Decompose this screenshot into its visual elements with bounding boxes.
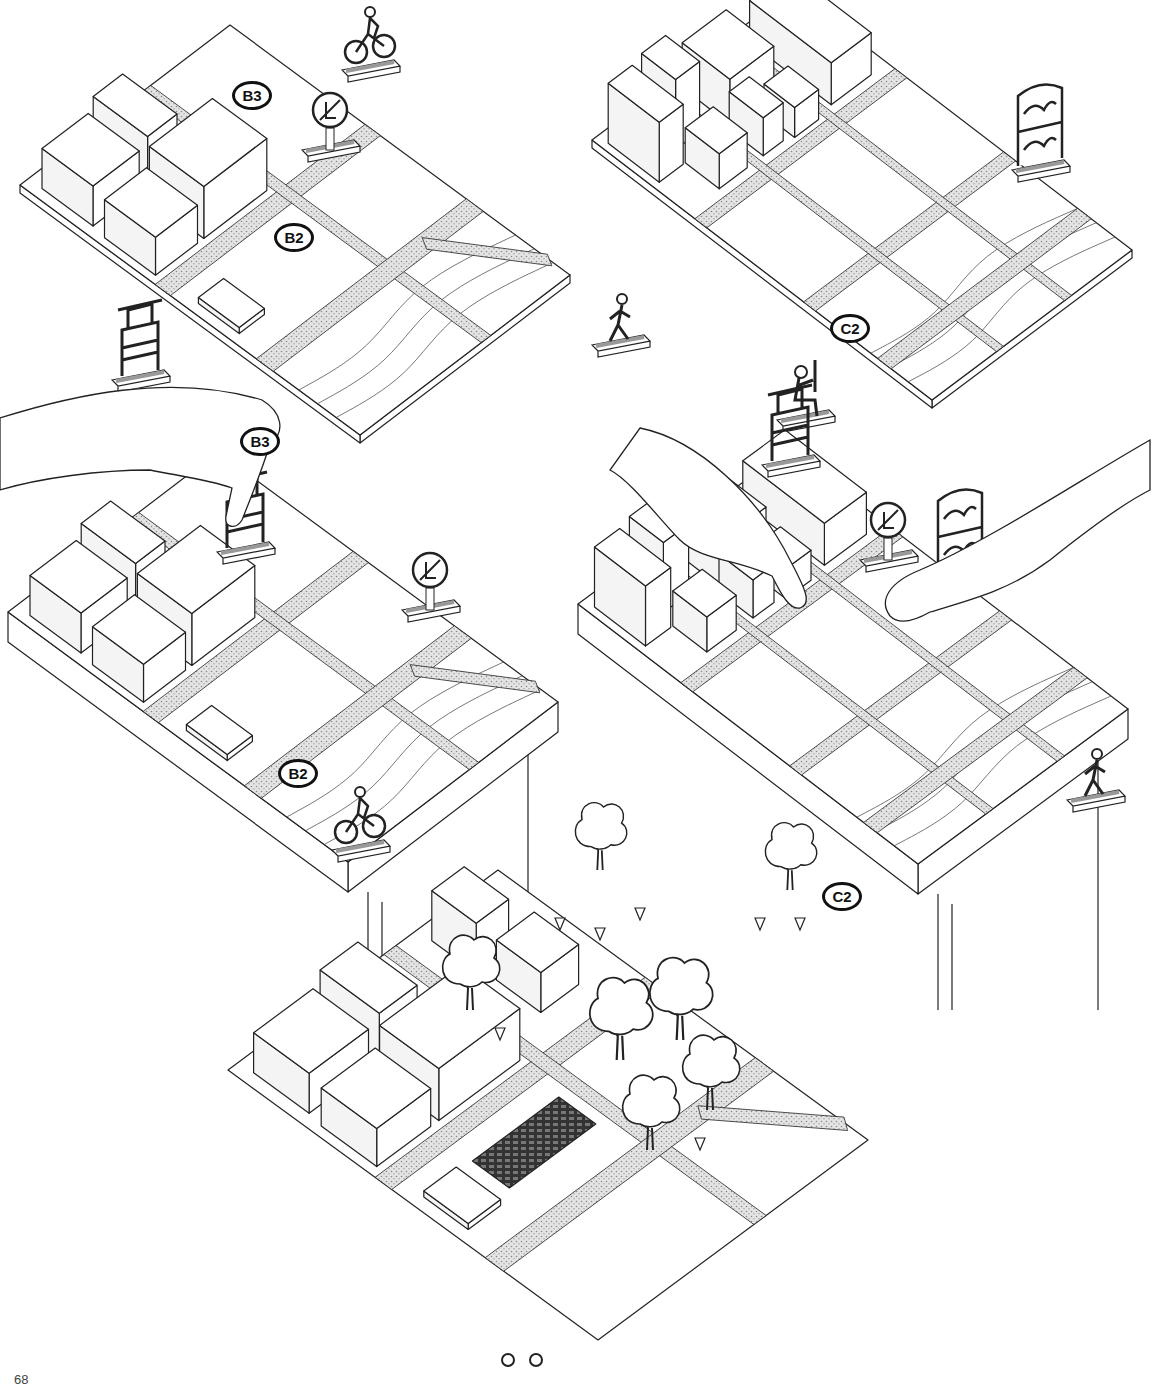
furniture-icon (695, 1138, 705, 1150)
game-token (777, 360, 835, 432)
building-roof (137, 525, 254, 613)
building-roof (30, 540, 127, 613)
grid-marker: B2 (278, 759, 318, 788)
marker-code: B3 (242, 88, 261, 103)
game-token (1012, 84, 1070, 182)
marker-code: C2 (840, 321, 859, 336)
building-roof (685, 107, 747, 154)
tree-icon (623, 1075, 680, 1150)
street (410, 665, 540, 693)
contour-line (318, 249, 535, 404)
street (256, 199, 483, 371)
tree-icon (765, 823, 816, 890)
building-roof (93, 595, 186, 665)
building-roof (198, 278, 264, 327)
street (129, 512, 478, 769)
model-plate (592, 0, 1132, 400)
grid-marker: B2 (274, 223, 314, 252)
marker-code: B3 (250, 434, 269, 449)
model-plate (228, 870, 868, 1340)
grid-marker: C2 (822, 882, 862, 911)
game-token (332, 787, 390, 862)
tree-icon (443, 935, 500, 1010)
building-roof (729, 77, 783, 118)
furniture-icon (555, 918, 565, 930)
solar-field (472, 1097, 595, 1188)
marker-code: B2 (288, 766, 307, 781)
game-token (860, 503, 918, 572)
tree-icon (575, 803, 626, 870)
furniture-icon (595, 928, 605, 940)
street (878, 208, 1092, 368)
building-roof (595, 529, 671, 587)
game-token (1067, 749, 1125, 812)
street (244, 626, 471, 799)
building-roof (321, 1048, 431, 1129)
contour-line (306, 676, 523, 831)
game-token (592, 294, 650, 357)
game-token (342, 7, 400, 82)
grid-marker: B3 (232, 81, 272, 110)
furniture-icon (495, 1028, 505, 1040)
furniture-icon (755, 918, 765, 930)
building-roof (432, 867, 509, 923)
hand-drawing (885, 440, 1150, 621)
model-plate (20, 25, 570, 435)
game-token (302, 93, 360, 162)
building-roof (424, 1167, 501, 1223)
grid-marker: B3 (240, 427, 280, 456)
building-roof (149, 98, 266, 186)
grid-marker: C2 (830, 314, 870, 343)
marker-code: B2 (284, 230, 303, 245)
building-roof (186, 705, 252, 754)
street (864, 667, 1088, 832)
cyclist-icon (502, 1354, 514, 1366)
tree-icon (650, 958, 713, 1040)
building-roof (673, 569, 736, 617)
tree-icon (590, 978, 653, 1060)
furniture-icon (795, 918, 805, 930)
building-roof (42, 113, 139, 186)
furniture-icon (635, 908, 645, 920)
game-token (402, 553, 460, 622)
hand-drawing (610, 428, 806, 608)
building-roof (496, 912, 578, 972)
model-plate (8, 452, 558, 862)
street (698, 1106, 848, 1131)
hand-drawing (0, 387, 280, 526)
street (422, 238, 552, 266)
cyclist-icon (530, 1354, 542, 1366)
game-token (762, 385, 820, 477)
page-number: 68 (14, 1372, 28, 1387)
building-roof (105, 168, 198, 238)
building-roof (320, 942, 417, 1013)
marker-code: C2 (832, 889, 851, 904)
table-leg (951, 904, 952, 1010)
table-leg (1097, 739, 1098, 1010)
tree-icon (683, 1035, 740, 1110)
street (141, 85, 490, 342)
building-roof (642, 35, 700, 79)
building-roof (254, 989, 369, 1074)
table-leg (937, 894, 938, 1010)
game-token (112, 300, 170, 392)
building-roof (608, 65, 683, 122)
